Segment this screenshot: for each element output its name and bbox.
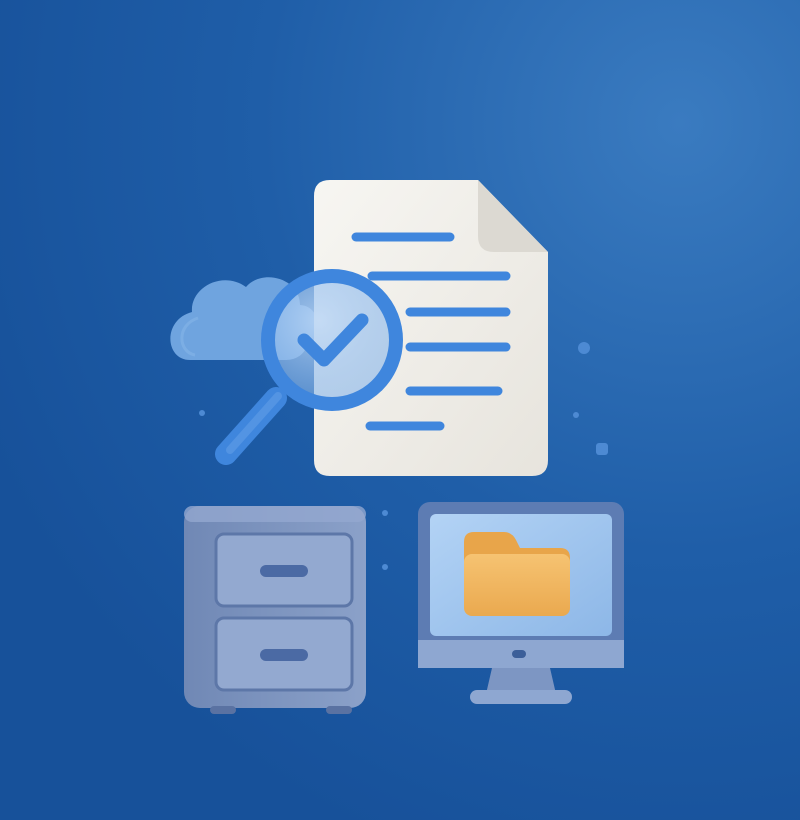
check-icon bbox=[297, 313, 369, 367]
filing-cabinet-icon bbox=[184, 506, 366, 714]
magnifier-icon bbox=[215, 269, 403, 465]
document-icon bbox=[314, 180, 548, 476]
folder-icon bbox=[464, 532, 570, 616]
document-text-lines bbox=[351, 232, 511, 431]
floating-particles bbox=[199, 342, 608, 570]
monitor-icon bbox=[418, 502, 624, 704]
